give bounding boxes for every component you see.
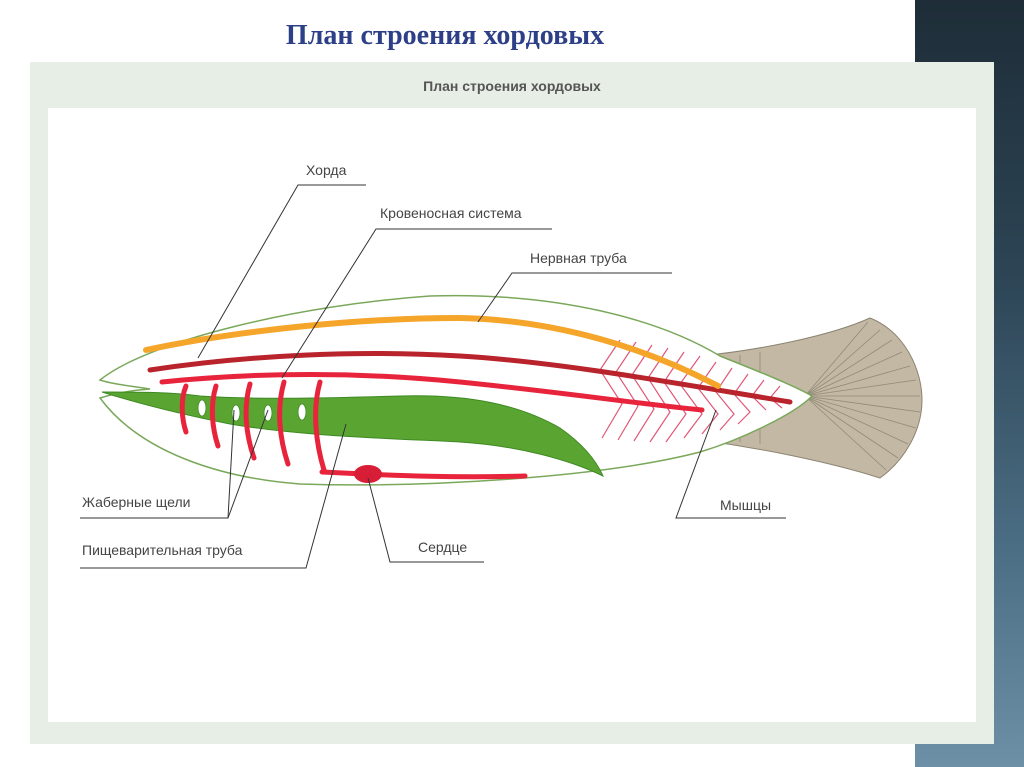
- digestive-tube: [101, 391, 605, 478]
- dorsal-vessel: [159, 372, 705, 413]
- dorsal-dark-vessel: [147, 351, 793, 405]
- figure-title: План строения хордовых: [423, 78, 601, 94]
- label-digestive-tube: Пищеварительная труба: [82, 542, 243, 558]
- gill-arches: [179, 379, 327, 473]
- label-muscles: Мышцы: [720, 497, 771, 513]
- label-chord: Хорда: [306, 162, 347, 178]
- heart: [354, 465, 382, 483]
- notochord: [143, 314, 721, 389]
- slide-title: План строения хордовых: [285, 20, 605, 51]
- ventral-vessel: [319, 469, 528, 480]
- label-gill-slits: Жаберные щели: [82, 494, 190, 510]
- body-outline: [98, 294, 814, 486]
- leader-lines: [80, 184, 786, 569]
- label-neural-tube: Нервная труба: [530, 250, 627, 266]
- label-heart: Сердце: [418, 539, 467, 555]
- label-circulatory-system: Кровеносная система: [380, 205, 522, 221]
